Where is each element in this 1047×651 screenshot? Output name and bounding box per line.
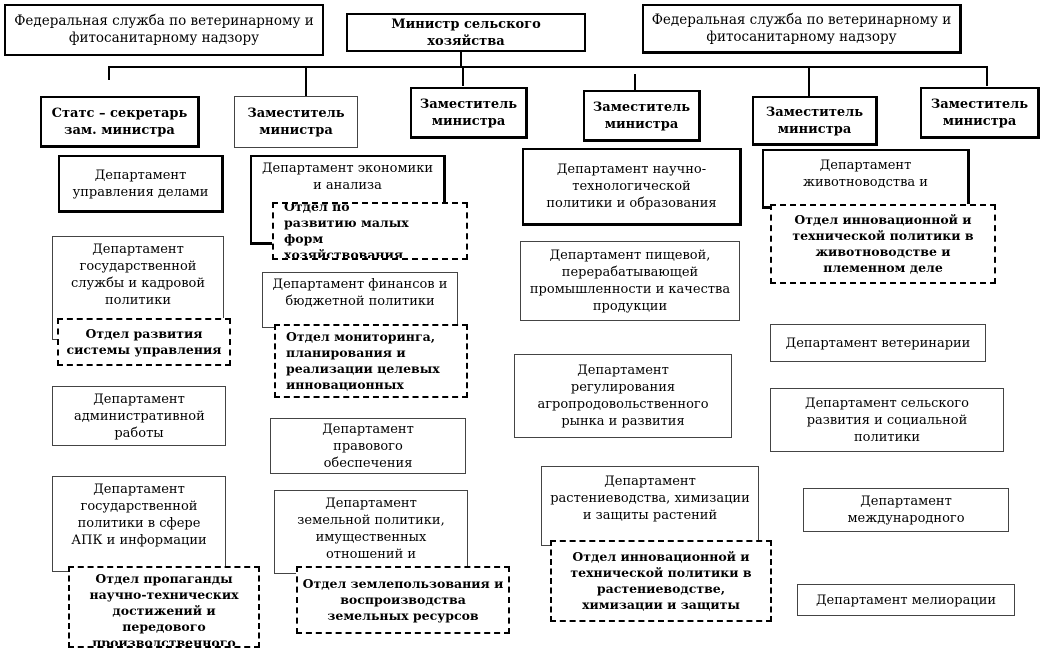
- minister-box: Министр сельского хозяйства: [346, 13, 586, 52]
- div-land-use: Отдел землепользования и воспроизводства…: [296, 566, 510, 634]
- deputy-label-3: Заместитель министра: [419, 96, 518, 129]
- horizontal-bus-line: [108, 66, 988, 68]
- deputy-box-3: Заместитель министра: [410, 87, 528, 139]
- deputy-box-6: Заместитель министра: [920, 87, 1040, 139]
- deputy-box-5: Заместитель министра: [752, 96, 878, 146]
- deputy-box-1: Статс – секретарь зам. министра: [40, 96, 200, 148]
- div-promotion-label: Отдел пропаганды научно-технических дост…: [89, 571, 239, 648]
- div-crop-innovation: Отдел инновационной и технической полити…: [550, 540, 772, 622]
- deputy-connector-3: [462, 66, 464, 86]
- div-livestock-innovation: Отдел инновационной и технической полити…: [770, 204, 996, 284]
- dept-management-affairs: Департамент управления делами: [58, 155, 224, 213]
- div-monitoring: Отдел мониторинга, планирования и реализ…: [274, 324, 468, 398]
- minister-label: Министр сельского хозяйства: [391, 16, 541, 49]
- div-small-business: Отдел по развитию малых форм хозяйствова…: [272, 202, 468, 260]
- dept-land-policy-label: Департамент земельной политики, имуществ…: [297, 496, 445, 562]
- div-land-use-label: Отдел землепользования и воспроизводства…: [302, 576, 504, 623]
- dept-rural-development: Департамент сельского развития и социаль…: [770, 388, 1004, 452]
- deputy-label-4: Заместитель министра: [592, 99, 691, 132]
- dept-market-regulation: Департамент регулирования агропродовольс…: [514, 354, 732, 438]
- dept-food-industry: Департамент пищевой, перерабатывающей пр…: [520, 241, 740, 321]
- dept-international-label: Департамент международного: [847, 494, 965, 526]
- dept-management-affairs-label: Департамент управления делами: [72, 167, 209, 200]
- div-management-system-label: Отдел развития системы управления: [66, 326, 222, 357]
- dept-economics-label: Департамент экономики и анализа: [261, 161, 434, 193]
- dept-veterinary-label: Департамент ветеринарии: [785, 335, 971, 351]
- deputy-label-6: Заместитель министра: [930, 96, 1029, 129]
- dept-administrative-work-label: Департамент административной работы: [74, 391, 205, 441]
- dept-science-technology: Департамент научно-технологической полит…: [522, 148, 742, 226]
- dept-administrative-work: Департамент административной работы: [52, 386, 226, 446]
- div-livestock-innovation-label: Отдел инновационной и технической полити…: [792, 212, 974, 275]
- dept-land-policy: Департамент земельной политики, имуществ…: [274, 490, 468, 574]
- deputy-label-1: Статс – секретарь зам. министра: [51, 105, 188, 138]
- div-monitoring-label: Отдел мониторинга, планирования и реализ…: [286, 329, 440, 392]
- dept-international: Департамент международного: [803, 488, 1009, 532]
- dept-state-policy-apk: Департамент государственной политики в с…: [52, 476, 226, 572]
- dept-civil-service-label: Департамент государственной службы и кад…: [70, 242, 206, 308]
- div-management-system: Отдел развития системы управления: [57, 318, 231, 366]
- dept-state-policy-apk-label: Департамент государственной политики в с…: [71, 482, 207, 548]
- dept-livestock: Департамент животноводства и: [762, 149, 970, 209]
- deputy-label-5: Заместитель министра: [765, 104, 864, 137]
- dept-legal-label: Департамент правового обеспечения: [322, 421, 414, 471]
- dept-finance: Департамент финансов и бюджетной политик…: [262, 272, 458, 328]
- dept-livestock-label: Департамент животноводства и: [803, 158, 928, 190]
- dept-melioration: Департамент мелиорации: [797, 584, 1015, 616]
- deputy-label-2: Заместитель министра: [247, 106, 345, 138]
- federal-service-right: Федеральная служба по ветеринарному и фи…: [642, 4, 962, 54]
- dept-veterinary: Департамент ветеринарии: [770, 324, 986, 362]
- dept-melioration-label: Департамент мелиорации: [815, 592, 997, 608]
- deputy-box-4: Заместитель министра: [583, 90, 701, 142]
- dept-finance-label: Департамент финансов и бюджетной политик…: [272, 277, 448, 309]
- federal-service-right-label: Федеральная служба по ветеринарному и фи…: [651, 11, 952, 45]
- dept-legal: Департамент правового обеспечения: [270, 418, 466, 474]
- deputy-connector-6: [986, 66, 988, 86]
- dept-crop-production-label: Департамент растениеводства, химизации и…: [550, 474, 750, 523]
- deputy-connector-4: [634, 74, 636, 90]
- div-crop-innovation-label: Отдел инновационной и технической полити…: [570, 549, 752, 612]
- deputy-connector-5: [808, 66, 810, 96]
- div-promotion: Отдел пропаганды научно-технических дост…: [68, 566, 260, 648]
- deputy-box-2: Заместитель министра: [234, 96, 358, 148]
- dept-market-regulation-label: Департамент регулирования агропродовольс…: [537, 363, 709, 429]
- federal-service-left: Федеральная служба по ветеринарному и фи…: [4, 4, 324, 56]
- deputy-connector-2: [305, 66, 307, 96]
- federal-service-left-label: Федеральная служба по ветеринарному и фи…: [14, 13, 314, 46]
- dept-rural-development-label: Департамент сельского развития и социаль…: [805, 395, 969, 445]
- minister-connector: [460, 52, 462, 67]
- dept-science-technology-label: Департамент научно-технологической полит…: [546, 162, 717, 211]
- div-small-business-label: Отдел по развитию малых форм хозяйствова…: [284, 202, 409, 260]
- dept-crop-production: Департамент растениеводства, химизации и…: [541, 466, 759, 546]
- dept-food-industry-label: Департамент пищевой, перерабатывающей пр…: [529, 248, 731, 314]
- deputy-connector-1: [108, 66, 110, 80]
